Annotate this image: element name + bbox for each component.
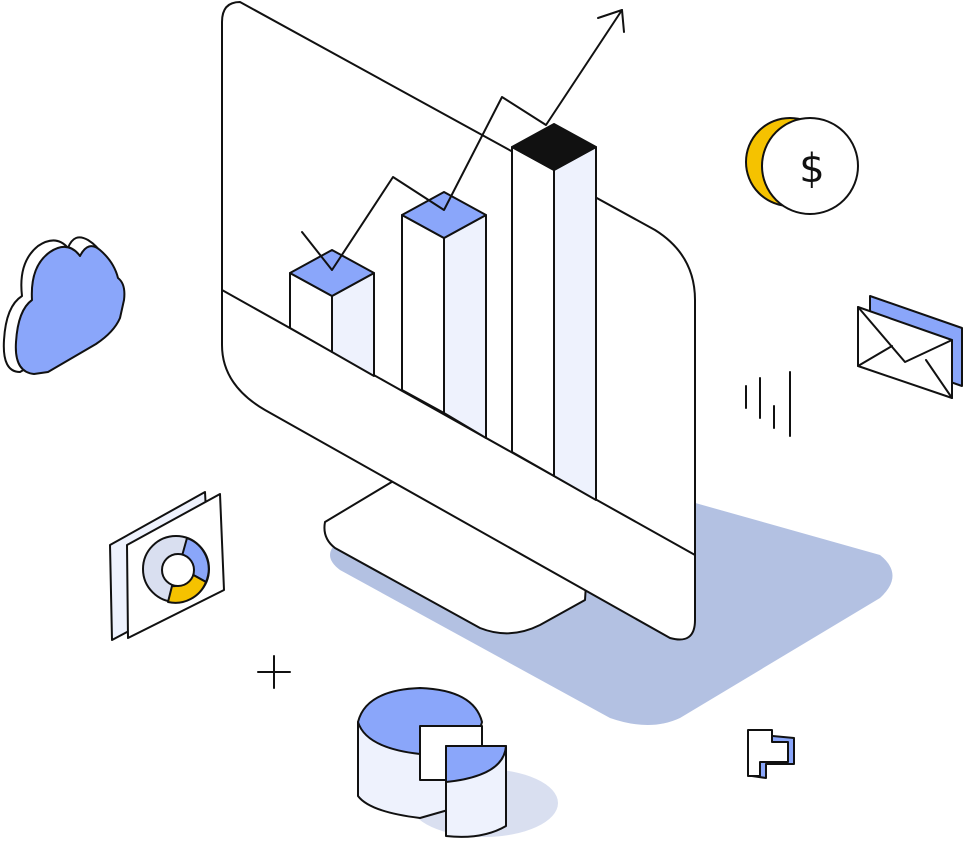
audio-bars-icon xyxy=(745,371,791,437)
bar-2 xyxy=(401,191,487,439)
bar-3 xyxy=(511,123,597,501)
bar-1 xyxy=(289,249,375,377)
bar-chart-icon xyxy=(289,123,597,501)
coin-icon: $ xyxy=(745,117,859,215)
donut-report-icon xyxy=(109,491,225,641)
trend-arrow-icon xyxy=(301,9,625,271)
envelope-icon xyxy=(857,295,963,399)
flag-icon xyxy=(747,729,795,779)
dollar-sign: $ xyxy=(799,146,824,192)
cloud-icon xyxy=(2,236,126,375)
pie-chart-icon xyxy=(357,687,558,838)
plus-icon xyxy=(257,655,291,689)
